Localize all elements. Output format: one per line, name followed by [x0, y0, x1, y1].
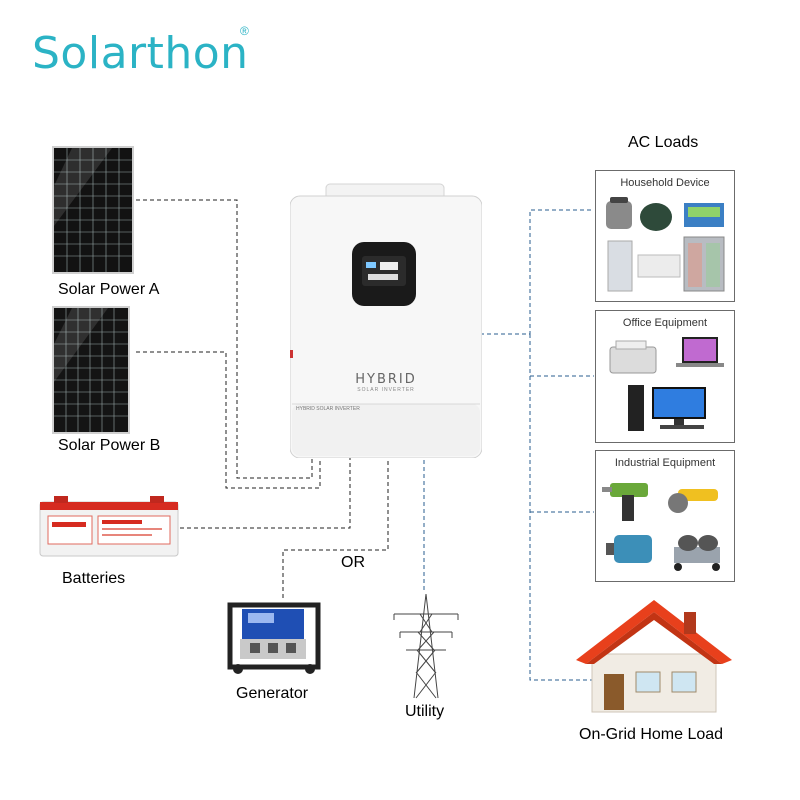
industrial-equipment-box: Industrial Equipment [595, 450, 735, 582]
solar-a-label: Solar Power A [58, 281, 160, 298]
office-equipment-box: Office Equipment [595, 310, 735, 443]
generator-image [222, 595, 326, 675]
registered-mark: ® [240, 24, 249, 38]
or-label: OR [341, 554, 365, 571]
batteries-label: Batteries [62, 570, 126, 587]
industrial-equipment-title: Industrial Equipment [614, 457, 716, 469]
hybrid-inverter: HYBRID SOLAR INVERTER HYBRID SOLAR INVER… [289, 182, 483, 459]
office-equipment-image [609, 337, 724, 431]
inverter-subtitle: SOLAR INVERTER [357, 387, 415, 393]
ac-loads-heading: AC Loads [628, 134, 699, 151]
industrial-tools-image [602, 483, 720, 571]
brand-logo: Solarthon [32, 28, 249, 79]
household-device-box: Household Device [595, 170, 735, 302]
inverter-title: HYBRID [355, 372, 417, 387]
household-appliances-image [606, 197, 725, 292]
solar-panel-a-image [52, 146, 134, 274]
inverter-band-text: HYBRID SOLAR INVERTER [296, 406, 360, 412]
home-load-label: On-Grid Home Load [579, 726, 724, 743]
office-equipment-title: Office Equipment [622, 317, 708, 329]
home-image [574, 598, 734, 716]
household-device-title: Household Device [620, 177, 710, 189]
battery-image [38, 494, 180, 558]
solar-panel-b-image [52, 306, 130, 434]
utility-label: Utility [405, 703, 445, 720]
generator-label: Generator [236, 685, 309, 702]
utility-pylon-image [388, 592, 464, 700]
solar-b-label: Solar Power B [58, 437, 161, 454]
